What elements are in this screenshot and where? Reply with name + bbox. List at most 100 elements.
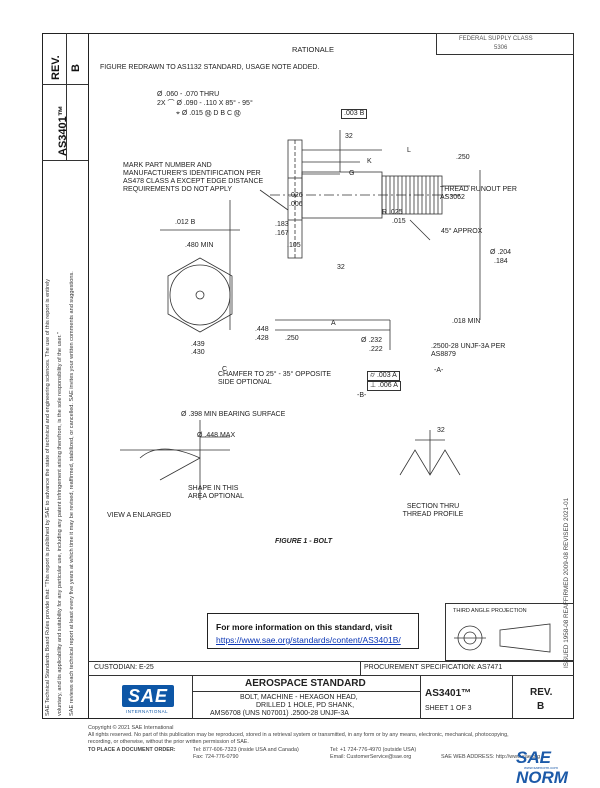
sidebar-divider-1 <box>42 84 88 85</box>
dim-184: .184 <box>494 258 508 265</box>
figure-caption: FIGURE 1 - BOLT <box>275 538 333 545</box>
note-thread-runout: THREAD RUNOUT PER AS3062 <box>440 186 517 201</box>
title-block-mid <box>88 675 574 676</box>
dim-k: K <box>367 158 372 165</box>
dim-l: L <box>407 147 411 154</box>
sidebar-divider-2 <box>42 160 88 161</box>
order-label: TO PLACE A DOCUMENT ORDER: <box>88 747 176 753</box>
rationale-heading: RATIONALE <box>292 45 334 54</box>
dim-003a: ⌭ .003 A <box>367 371 400 381</box>
dim-g: G <box>349 170 355 177</box>
watermark-sub: www.saenorm.com <box>524 765 558 770</box>
dim-hole: Ø .060 - .070 THRU <box>157 91 220 98</box>
dim-430: .430 <box>191 349 205 356</box>
legal-text-line-3: SAE reviews each technical report at lea… <box>69 271 75 716</box>
dim-bearing: Ø .398 MIN BEARING SURFACE <box>181 411 286 418</box>
legal-text-line-1: SAE Technical Standards Board Rules prov… <box>45 278 51 716</box>
dim-250b: .250 <box>285 335 299 342</box>
sidebar-rev-label: REV. <box>50 55 62 80</box>
federal-supply-class-box <box>436 33 574 55</box>
sidebar-rev-value: B <box>70 64 82 72</box>
dim-r: R .025 <box>382 209 403 216</box>
standard-link[interactable]: https://www.sae.org/standards/content/AS… <box>216 635 401 645</box>
dim-32c: 32 <box>437 427 445 434</box>
order-tel: Tel: 877-606-7323 (inside USA and Canada… <box>193 747 299 753</box>
procurement: PROCUREMENT SPECIFICATION: AS7471 <box>364 664 503 671</box>
title-line-1: BOLT, MACHINE - HEXAGON HEAD, <box>240 694 358 701</box>
dim-c: C <box>222 366 228 373</box>
dim-439: .439 <box>191 341 205 348</box>
projection-label: THIRD ANGLE PROJECTION <box>453 608 527 614</box>
bolt-drawing <box>120 130 481 500</box>
info-box: For more information on this standard, v… <box>207 613 419 649</box>
footer-rights: All rights reserved. No part of this pub… <box>88 732 509 738</box>
note-shape: SHAPE IN THIS AREA OPTIONAL <box>188 485 245 500</box>
info-text: For more information on this standard, v… <box>216 622 393 632</box>
dim-480: .480 MIN <box>185 242 214 249</box>
title-line-2: DRILLED 1 HOLE, PD SHANK, <box>256 702 355 709</box>
dim-32a: 32 <box>345 133 353 140</box>
dim-position: ⌖ Ø .015 Ⓜ D B C Ⓜ <box>176 110 241 117</box>
dim-183: .183 <box>275 221 289 228</box>
dim-428: .428 <box>255 335 269 342</box>
logo-divider <box>192 675 193 719</box>
sidebar-doc-number: AS3401™ <box>57 105 69 156</box>
dim-012b: .012 B <box>175 219 196 226</box>
dim-448max: Ø .448 MAX <box>197 432 236 439</box>
datum-a: -A- <box>434 367 444 374</box>
thread-spec: .2500-28 UNJF-3A PER AS8879 <box>431 343 506 358</box>
dim-232: Ø .232 <box>361 337 383 344</box>
dim-003b: .003 B <box>341 109 368 119</box>
order-email: Email: CustomerService@sae.org <box>330 754 412 760</box>
title-rev-value: B <box>537 701 545 712</box>
dim-250: .250 <box>456 154 470 161</box>
dim-chamfer: 2X ⌒ Ø .090 - .110 X 85° - 95° <box>157 100 253 107</box>
footer-permission: recording, or otherwise, without the pri… <box>88 739 249 745</box>
rationale-text: FIGURE REDRAWN TO AS1132 STANDARD, USAGE… <box>100 64 320 71</box>
dim-448: .448 <box>255 326 269 333</box>
dim-45: 45° APPROX <box>441 228 483 235</box>
title-subline <box>192 691 420 692</box>
datum-b: -B- <box>357 392 367 399</box>
dim-105: .105 <box>287 242 301 249</box>
view-label: VIEW A ENLARGED <box>107 512 172 519</box>
sae-logo-sub: INTERNATIONAL <box>126 709 169 714</box>
note-mark: MARK PART NUMBER AND MANUFACTURER'S IDEN… <box>123 162 264 193</box>
custodian: CUSTODIAN: E-25 <box>94 664 154 671</box>
standard-type: AEROSPACE STANDARD <box>245 678 366 689</box>
sae-logo: SAE INTERNATIONAL <box>116 685 178 715</box>
drawing-frame <box>88 33 574 719</box>
dim-018: .018 MIN <box>452 318 481 325</box>
order-fax: Fax: 724-776-0790 <box>193 754 239 760</box>
title-doc-number: AS3401™ <box>425 688 472 699</box>
dim-222: .222 <box>369 346 383 353</box>
sae-web: SAE WEB ADDRESS: http://www.sae.org <box>441 754 541 760</box>
dim-026: .026 <box>289 192 303 199</box>
note-chamfer: CHAMFER TO 25° - 35° OPPOSITE SIDE OPTIO… <box>218 371 332 386</box>
custodian-divider <box>360 661 361 675</box>
sheet-number: SHEET 1 OF 3 <box>425 705 472 712</box>
federal-supply-class-label: FEDERAL SUPPLY CLASS <box>459 36 533 42</box>
projection-symbol <box>454 623 551 653</box>
dim-204: Ø .204 <box>490 249 512 256</box>
dim-006: .006 <box>289 201 303 208</box>
title-rev-label: REV. <box>530 687 553 698</box>
dim-a: A <box>331 320 336 327</box>
legal-text-line-2: voluntary, and its applicability and sui… <box>57 332 63 716</box>
dim-006a: ⊥ .006 A <box>367 381 401 391</box>
sae-logo-mark: SAE <box>122 685 174 707</box>
section-label: SECTION THRU THREAD PROFILE <box>402 503 464 518</box>
order-tel2: Tel: +1 724-776-4970 (outside USA) <box>330 747 417 753</box>
dim-32b: 32 <box>337 264 345 271</box>
title-line-3: AMS6708 (UNS N07001) .2500-28 UNJF-3A <box>210 710 349 717</box>
dim-r2: .015 <box>392 218 406 225</box>
title-divider <box>420 675 421 719</box>
projection-box <box>445 603 574 661</box>
sidebar-divider-3 <box>66 33 67 161</box>
left-sidebar <box>42 33 88 719</box>
federal-supply-class-value: 5306 <box>494 45 508 51</box>
dim-167: .167 <box>275 230 289 237</box>
title-block-top <box>88 661 574 662</box>
rev-divider <box>512 675 513 719</box>
